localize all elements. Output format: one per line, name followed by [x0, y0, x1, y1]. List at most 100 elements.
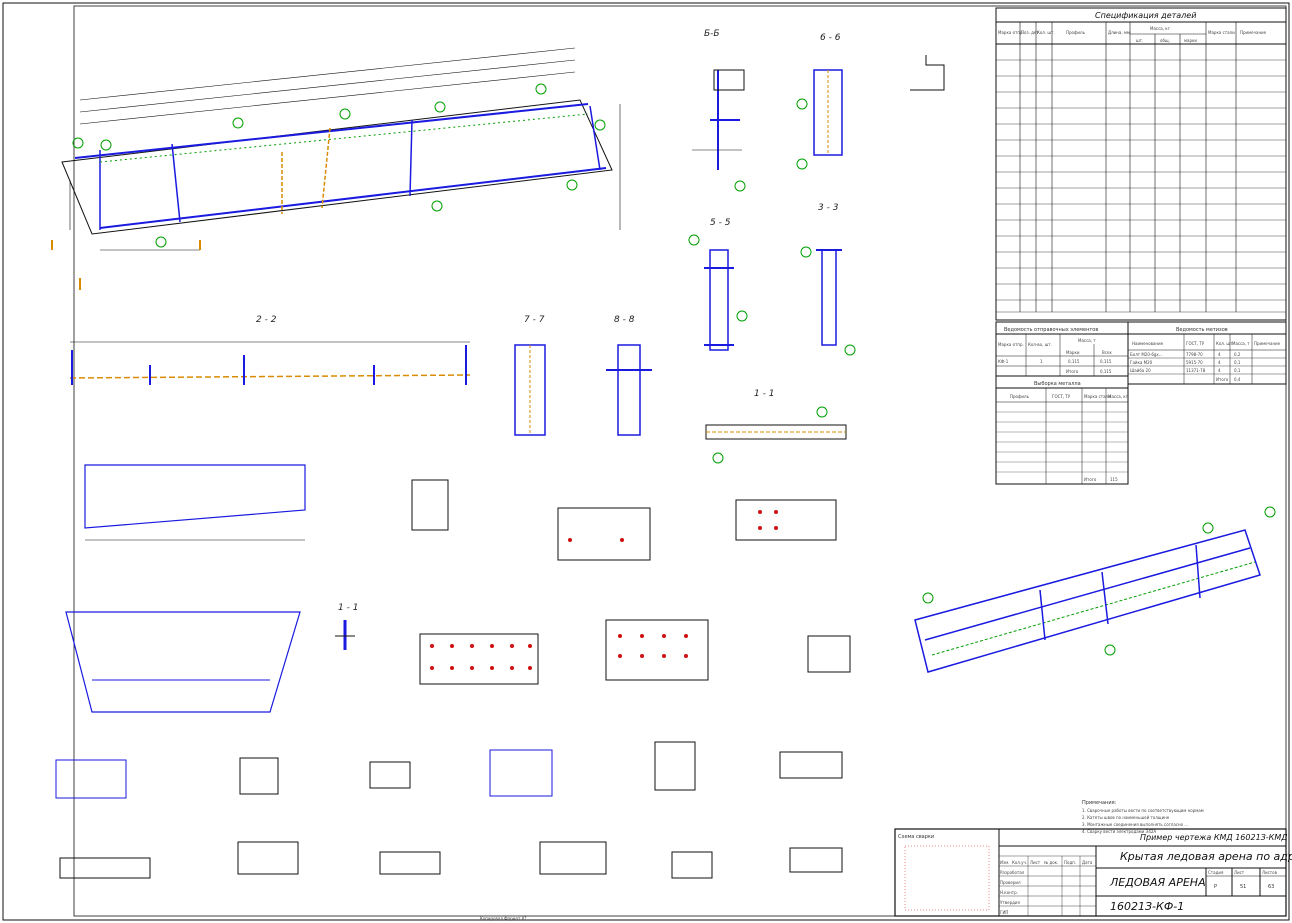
- note-4: 4. Сварку вести электродами Э42А: [1082, 829, 1156, 834]
- stage-label: Стадия: [1208, 870, 1224, 875]
- section-b-b: Б-Б: [692, 29, 746, 192]
- section-b-b-label: Б-Б: [704, 29, 720, 39]
- section-2-2-label: 2 - 2: [256, 315, 277, 325]
- section-5-5: 5 - 5: [688, 218, 748, 351]
- spec-h-pos: Поз. дет.: [1021, 30, 1040, 35]
- spec-h-mass: Масса, кг: [1150, 26, 1170, 31]
- spec-h-mark: Марка отпр.: [998, 30, 1024, 35]
- bolt-row-2-gost: 5915-70: [1186, 360, 1203, 365]
- profile-h-gost: ГОСТ, ТУ: [1052, 394, 1071, 399]
- col-kol: Кол.уч.: [1012, 860, 1027, 865]
- ship-h-mark: Марка отпр.: [998, 342, 1024, 347]
- section-5-5-label: 5 - 5: [710, 218, 731, 228]
- drawing-code-top: Пример чертежа КМД 16021З-КМД: [1140, 833, 1288, 842]
- section-6-6-label: 6 - 6: [820, 33, 841, 43]
- bolts-h-mass: Масса, т: [1232, 341, 1250, 346]
- ship-h-mass: Масса, т: [1078, 338, 1096, 343]
- profile-title: Выборка металла: [1034, 381, 1081, 387]
- spec-sub-mark: марки: [1184, 38, 1197, 43]
- section-3-3: 3 - 3: [800, 203, 856, 356]
- project-name: Крытая ледовая арена по адресу: [1120, 850, 1292, 863]
- ship-title: Ведомость отправочных элементов: [1004, 327, 1098, 333]
- bolt-row-3-gost: 11371-78: [1186, 368, 1206, 373]
- col-izm: Изм.: [1000, 860, 1009, 865]
- profile-h-mass: Масса, кг: [1108, 394, 1128, 399]
- spec-sub-each: шт.: [1136, 38, 1143, 43]
- ship-row-mass: 0,115: [1068, 359, 1080, 364]
- ship-total-label: Итого: [1066, 369, 1079, 374]
- bolt-row-1-name: Болт М20-6gx...: [1130, 352, 1163, 357]
- spec-table: Спецификация деталей Марка отпр. Поз. де…: [995, 7, 1287, 321]
- role-5: ГИП: [1000, 910, 1008, 915]
- section-8-8: 8 - 8: [606, 315, 652, 436]
- spec-h-note: Примечание: [1240, 30, 1267, 35]
- section-7-7-label: 7 - 7: [524, 315, 545, 325]
- object-name: ЛЕДОВАЯ АРЕНА: [1109, 876, 1206, 889]
- note-1: 1. Сварочные работы вести по соответству…: [1082, 808, 1204, 813]
- spec-h-length: Длина, мм: [1108, 30, 1130, 35]
- role-1: Разработал: [1000, 870, 1025, 875]
- bolts-title: Ведомость метизов: [1176, 327, 1228, 333]
- ship-h-all: Всех: [1102, 350, 1112, 355]
- ship-h-qty: Кол-во, шт.: [1028, 342, 1052, 347]
- profile-total: 115: [1110, 477, 1118, 482]
- bolts-h-note: Примечание: [1254, 341, 1281, 346]
- bolts-total: 0,4: [1234, 377, 1241, 382]
- bolt-row-1-gost: 7798-70: [1186, 352, 1203, 357]
- sheet-number: 51: [1240, 884, 1246, 890]
- col-list: Лист: [1030, 860, 1041, 865]
- note-2: 2. Катеты швов по наименьшей толщине: [1082, 815, 1170, 820]
- section-3-3-label: 3 - 3: [818, 203, 839, 213]
- notes: Примечания: 1. Сварочные работы вести по…: [1082, 800, 1204, 834]
- stage-value: Р: [1214, 884, 1217, 890]
- bolts-h-qty: Кол. шт.: [1216, 341, 1234, 346]
- profile-total-label: Итого: [1084, 477, 1097, 482]
- sheet-label: Лист: [1234, 870, 1245, 875]
- section-1-1-label: 1 - 1: [754, 389, 774, 399]
- col-sign: Подп.: [1064, 860, 1076, 865]
- profile-table: Выборка металла Профиль ГОСТ, ТУ Марка с…: [995, 375, 1129, 485]
- isometric-view: [914, 506, 1276, 673]
- spec-h-qty: Кол. шт.: [1037, 30, 1055, 35]
- section-6-6: 6 - 6: [796, 33, 843, 170]
- bolts-h-name: Наименование: [1132, 341, 1164, 346]
- spec-h-profile: Профиль: [1066, 30, 1086, 35]
- plate-details: 1 - 1: [55, 464, 851, 879]
- drawing-code: 16021З-КФ-1: [1110, 900, 1184, 913]
- small-detail-top: [910, 55, 945, 91]
- role-2: Проверил: [1000, 880, 1021, 885]
- role-4: Утвердил: [1000, 900, 1020, 905]
- bolt-row-2-name: Гайка М20: [1130, 360, 1153, 365]
- sketch-label: Схема сварки: [898, 834, 934, 840]
- sheets-total: 63: [1268, 884, 1274, 890]
- main-view-frame: [51, 47, 621, 290]
- ship-table: Ведомость отправочных элементов Марка от…: [995, 321, 1129, 377]
- bolts-table: Ведомость метизов Наименование ГОСТ, ТУ …: [1127, 321, 1287, 385]
- section-8-8-label: 8 - 8: [614, 315, 635, 325]
- bolt-row-3-mass: 0,1: [1234, 368, 1241, 373]
- section-small-label: 1 - 1: [338, 603, 358, 613]
- section-7-7: 7 - 7: [514, 315, 546, 436]
- ship-row-mark: КФ-1: [998, 359, 1009, 364]
- bolt-row-3-name: Шайба 20: [1130, 368, 1151, 373]
- bolt-row-1-mass: 0,2: [1234, 352, 1241, 357]
- bolt-row-2-mass: 0,1: [1234, 360, 1241, 365]
- bolts-h-gost: ГОСТ, ТУ: [1186, 341, 1205, 346]
- note-3: 3. Монтажные соединения выполнять соглас…: [1082, 822, 1188, 827]
- ship-total: 0,115: [1100, 369, 1112, 374]
- ship-row-all: 0,115: [1100, 359, 1112, 364]
- bolt-row-2-qty: 4: [1218, 360, 1221, 365]
- spec-h-steel: Марка стали: [1208, 30, 1235, 35]
- bolt-row-3-qty: 4: [1218, 368, 1221, 373]
- section-1-1: 1 - 1: [705, 389, 847, 464]
- spec-title: Спецификация деталей: [1095, 11, 1196, 20]
- footer-text: Копировал Формат А1: [480, 916, 527, 921]
- notes-title: Примечания:: [1082, 800, 1117, 806]
- col-doc: № док.: [1044, 860, 1058, 865]
- profile-h-steel: Марка стали: [1084, 394, 1111, 399]
- bolt-row-1-qty: 4: [1218, 352, 1221, 357]
- role-3: Н.контр.: [1000, 890, 1018, 895]
- sheets-label: Листов: [1262, 870, 1278, 875]
- ship-h-marki: Марки: [1066, 350, 1080, 355]
